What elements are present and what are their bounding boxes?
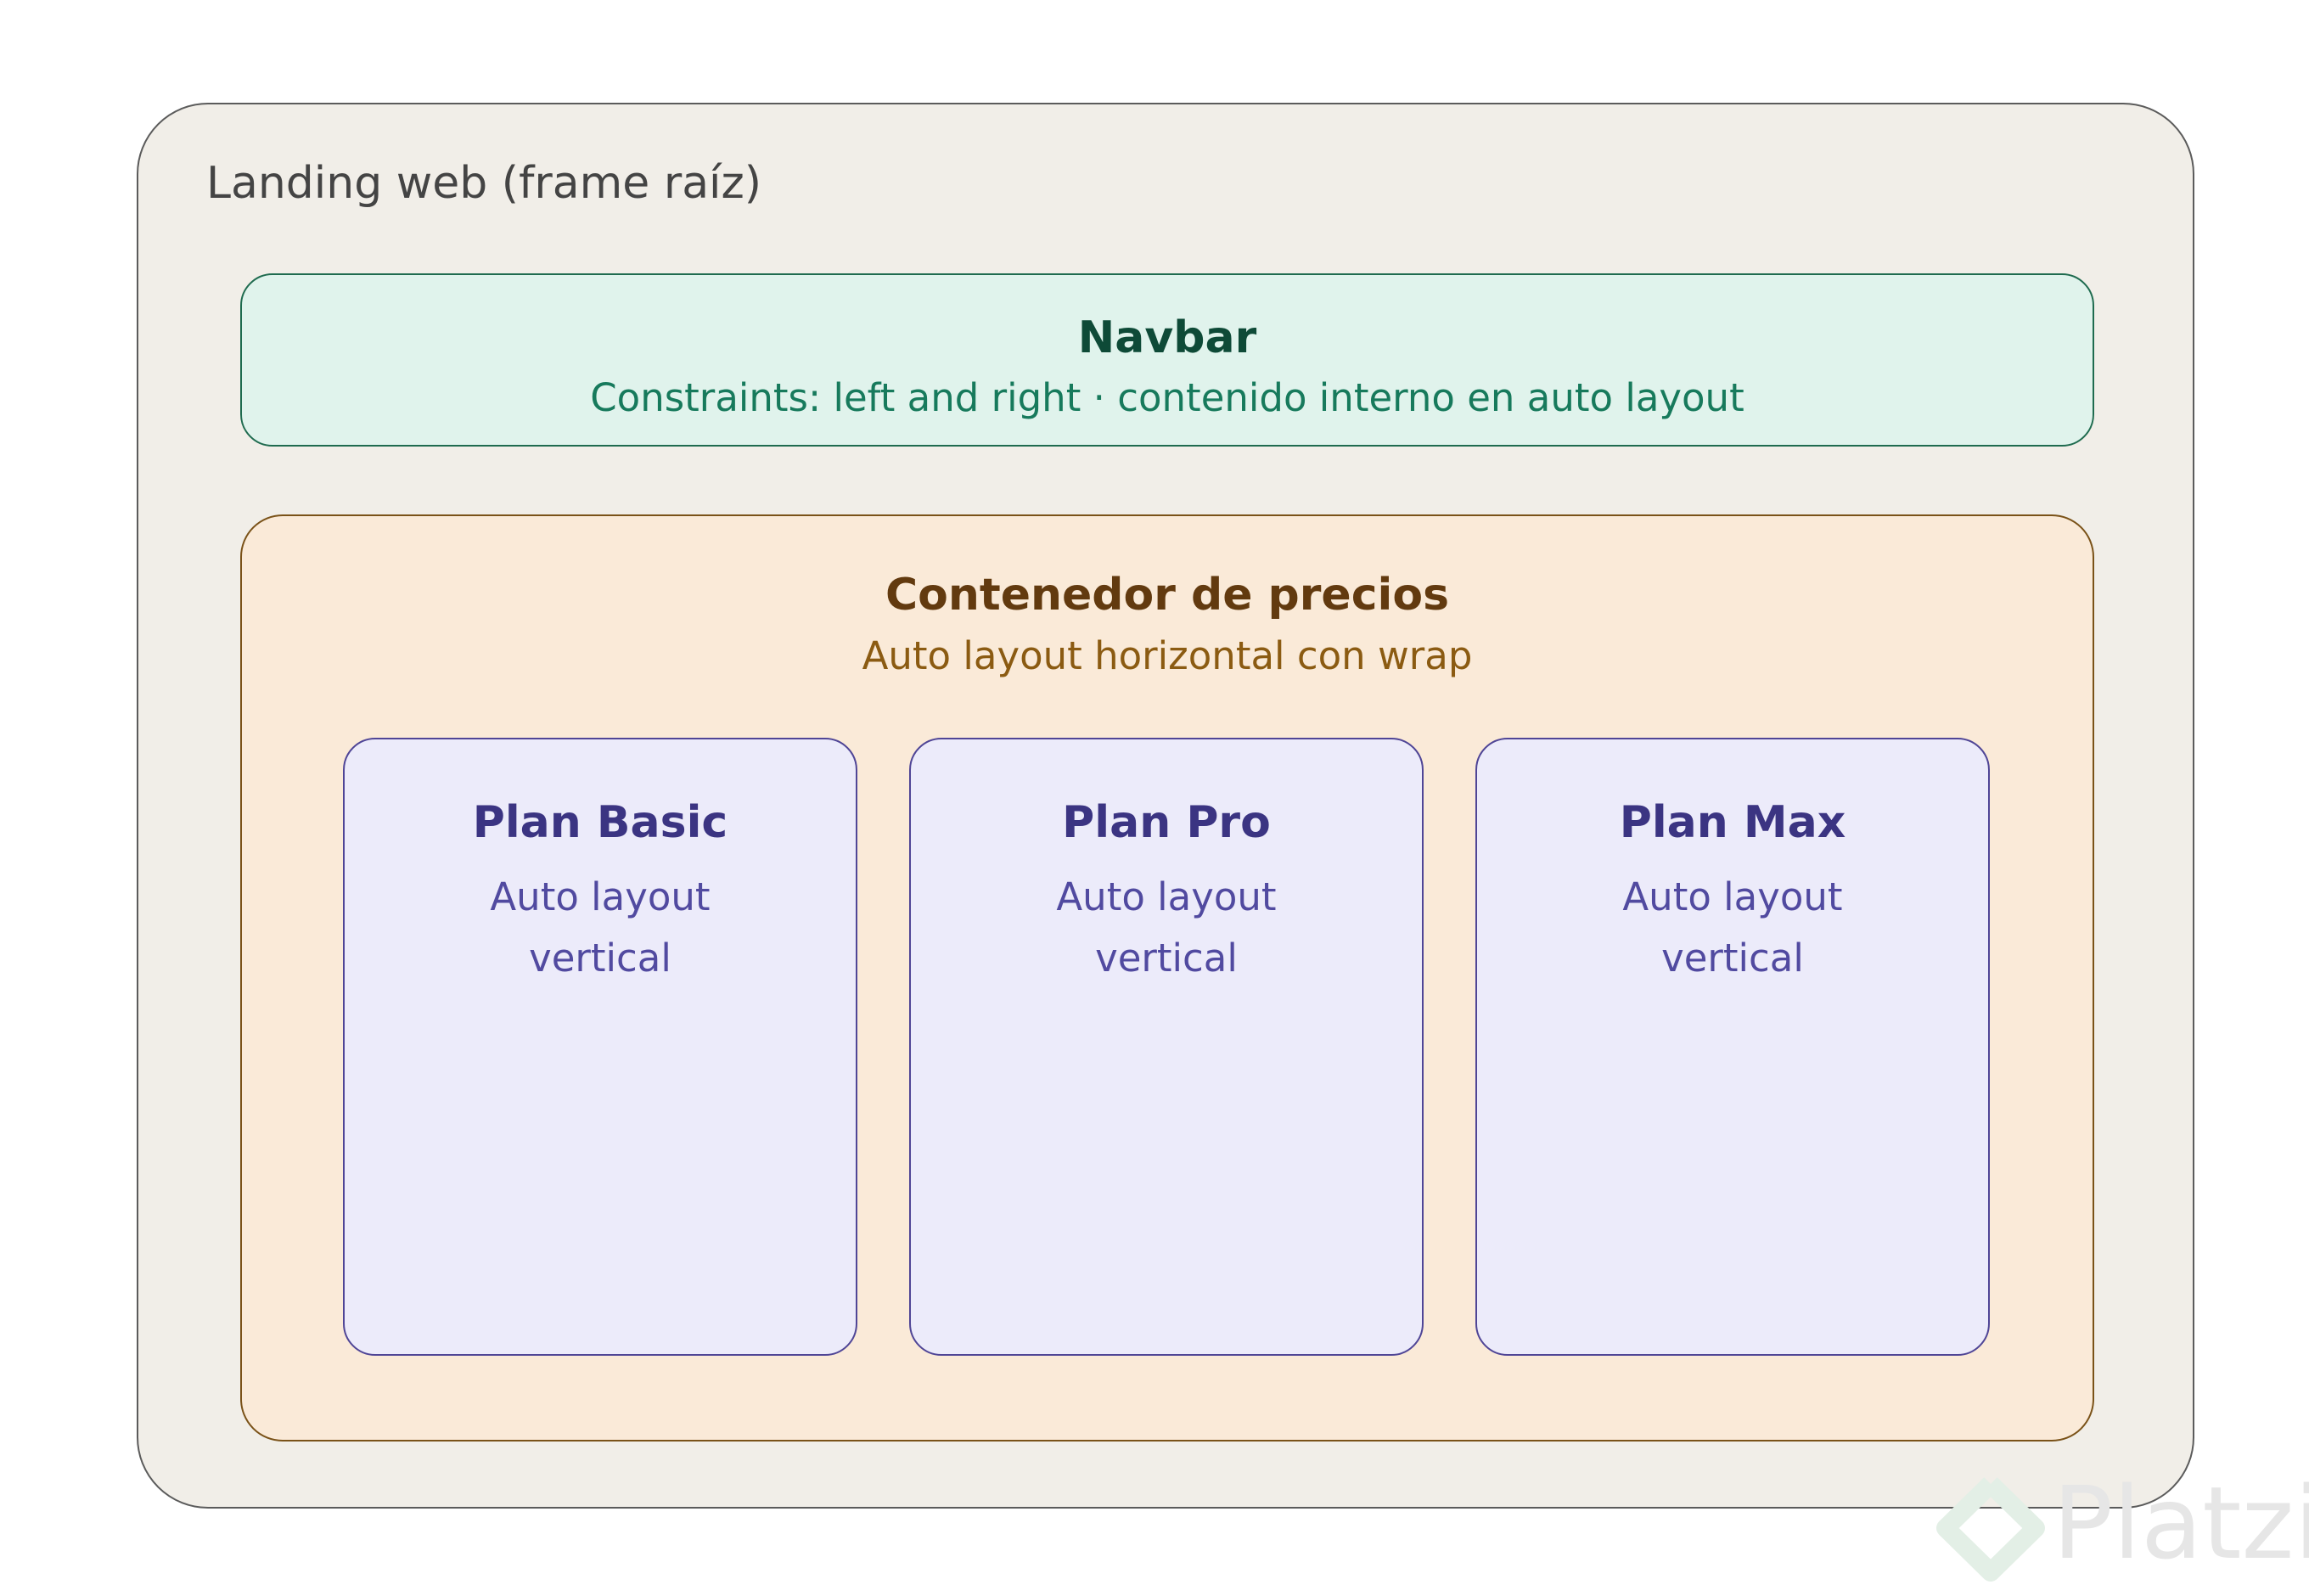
plan-description: Auto layout vertical <box>911 867 1422 989</box>
navbar-title: Navbar <box>1077 312 1257 363</box>
plan-card-pro: Plan Pro Auto layout vertical <box>909 738 1424 1356</box>
plan-card-basic: Plan Basic Auto layout vertical <box>343 738 857 1356</box>
navbar-box <box>240 273 2094 447</box>
pricing-container-title: Contenedor de precios <box>885 570 1450 621</box>
plan-description: Auto layout vertical <box>345 867 856 989</box>
plan-description: Auto layout vertical <box>1477 867 1988 989</box>
plan-title: Plan Pro <box>1062 797 1271 848</box>
plan-desc-line1: Auto layout <box>1622 874 1843 919</box>
platzi-watermark-text: Platzi <box>2053 1464 2309 1582</box>
root-frame-title: Landing web (frame raíz) <box>206 158 762 209</box>
plan-title: Plan Basic <box>472 797 728 848</box>
pricing-container-subtitle: Auto layout horizontal con wrap <box>862 633 1473 678</box>
plan-card-max: Plan Max Auto layout vertical <box>1475 738 1990 1356</box>
platzi-logo-icon <box>1936 1477 2045 1582</box>
plan-desc-line2: vertical <box>529 936 671 981</box>
plan-title: Plan Max <box>1619 797 1846 848</box>
navbar-subtitle: Constraints: left and right · contenido … <box>590 375 1744 420</box>
plan-desc-line2: vertical <box>1095 936 1238 981</box>
plan-desc-line2: vertical <box>1661 936 1804 981</box>
plan-desc-line1: Auto layout <box>1056 874 1277 919</box>
plan-desc-line1: Auto layout <box>490 874 711 919</box>
